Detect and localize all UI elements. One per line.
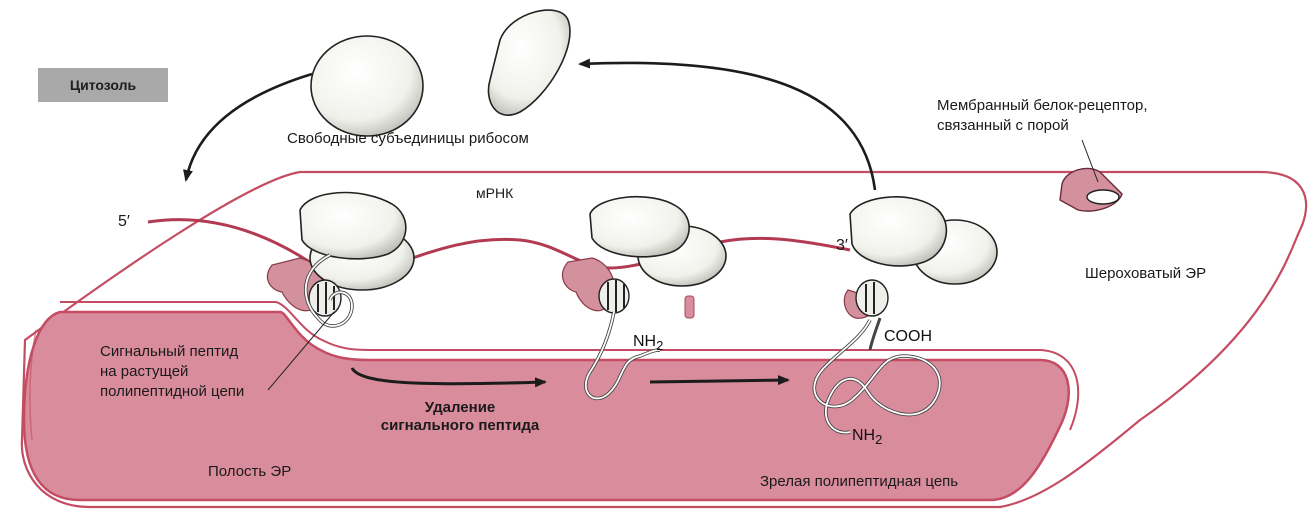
process-arrow-2: [650, 380, 788, 382]
small-free-subunit: [488, 10, 569, 115]
rough-er-label: Шероховатый ЭР: [1085, 264, 1206, 283]
receptor-label-line2: связанный с порой: [937, 116, 1069, 135]
large-free-subunit: [311, 36, 423, 136]
signal-peptide-label-line1: Сигнальный пептид: [100, 342, 238, 361]
signal-peptide-label-line2: на растущей: [100, 362, 188, 381]
free-subunits-label: Свободные субъединицы рибосом: [287, 129, 529, 148]
ribosome-1: [267, 193, 414, 327]
mrna-strand: [148, 220, 850, 274]
nh2-label-mature: NH2: [852, 427, 882, 447]
removal-label-line2: сигнального пептида: [360, 416, 560, 435]
receptor-label-line1: Мембранный белок-рецептор,: [937, 96, 1148, 115]
cooh-label: COOH: [884, 328, 932, 346]
cycle-arrow-left: [186, 74, 312, 180]
ribosome-3: [844, 197, 997, 318]
five-prime-label: 5′: [118, 212, 130, 231]
nh2-label-after-cleavage: NH2: [633, 333, 663, 353]
cleaved-signal-peptide: [685, 296, 694, 318]
mrna-label: мРНК: [476, 184, 513, 203]
membrane-receptor: [1060, 140, 1122, 211]
ribosome-2: [563, 197, 726, 318]
mature-chain-label: Зрелая полипептидная цепь: [760, 472, 958, 491]
signal-peptide-label-line3: полипептидной цепи: [100, 382, 244, 401]
three-prime-label: 3′: [836, 236, 848, 255]
cytosol-badge: Цитозоль: [38, 68, 168, 102]
er-lumen-label: Полость ЭР: [208, 462, 291, 481]
removal-label-line1: Удаление: [360, 398, 560, 417]
